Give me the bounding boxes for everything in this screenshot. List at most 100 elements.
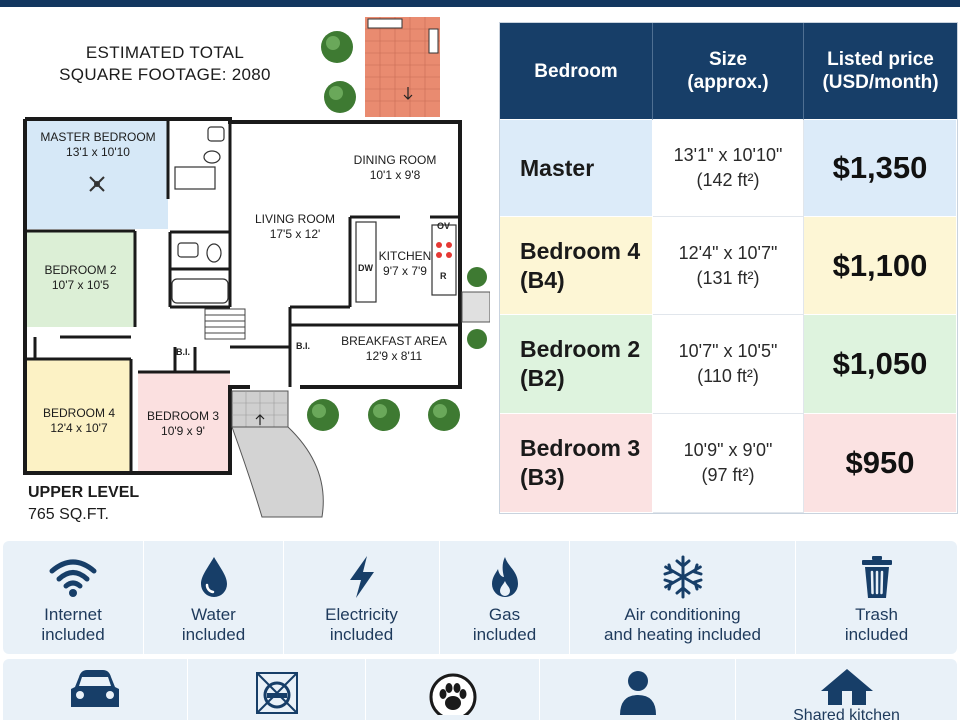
row-bedroom-text: Bedroom 2 (B2)	[520, 336, 641, 391]
paw-icon	[429, 673, 476, 715]
room-bedroom-4: BEDROOM 4 12'4 x 10'7	[28, 406, 130, 436]
room-name: BEDROOM 2	[44, 263, 117, 277]
table-row: Bedroom 2 (B2) 10'7" x 10'5" (110 ft²) $…	[500, 315, 957, 414]
trash-icon	[861, 556, 892, 598]
row-price: $1,350	[804, 120, 957, 217]
amenity-trash: Trash included	[795, 541, 957, 654]
amenity-air-conditioning: Air conditioning and heating included	[569, 541, 795, 654]
bedroom-price-table: Bedroom Size (approx.) Listed price (USD…	[499, 22, 958, 514]
floor-plan: ESTIMATED TOTAL SQUARE FOOTAGE: 2080 MAS…	[0, 7, 490, 537]
room-dimensions: 12'9 x 8'11	[365, 349, 423, 363]
row-size-text: 10'7" x 10'5" (110 ft²)	[678, 341, 778, 386]
amenity-label: Air conditioning and heating included	[604, 605, 761, 645]
amenities-panel-secondary: Shared kitchen	[3, 659, 957, 720]
floor-plan-drawing	[23, 17, 490, 518]
room-bedroom-3: BEDROOM 3 10'9 x 9'	[138, 409, 228, 439]
amenity-occupancy	[539, 659, 735, 720]
amenity-label: Shared kitchen	[793, 707, 900, 720]
snowflake-icon	[663, 555, 702, 599]
flame-icon	[491, 557, 518, 597]
row-price: $1,100	[804, 217, 957, 315]
amenity-gas: Gas included	[439, 541, 569, 654]
room-name: BREAKFAST AREA	[341, 334, 447, 348]
room-dimensions: 12'4 x 10'7	[50, 421, 108, 435]
row-price: $1,050	[804, 315, 957, 414]
room-dining-room: DINING ROOM 10'1 x 9'8	[340, 153, 450, 183]
row-size-text: 13'1" x 10'10" (142 ft²)	[673, 145, 783, 190]
room-living-room: LIVING ROOM 17'5 x 12'	[240, 212, 350, 242]
row-size-text: 10'9" x 9'0" (97 ft²)	[683, 440, 773, 485]
header-size-text: Size (approx.)	[687, 49, 769, 93]
house-icon	[820, 669, 873, 705]
room-name: LIVING ROOM	[254, 212, 335, 226]
room-dimensions: 10'1 x 9'8	[369, 168, 421, 182]
amenity-parking	[3, 659, 187, 720]
amenity-no-smoking	[187, 659, 365, 720]
amenities-panel: Internet included Water included Electri…	[3, 541, 957, 654]
amenity-shared-kitchen: Shared kitchen	[735, 659, 957, 720]
room-name: MASTER BEDROOM	[40, 130, 156, 144]
amenity-label-text: Air conditioning and heating included	[604, 605, 761, 644]
person-icon	[619, 671, 656, 715]
amenity-label: Water included	[182, 605, 245, 645]
built-in-tag: B.I.	[296, 341, 311, 351]
lightning-icon	[349, 556, 374, 598]
room-breakfast-area: BREAKFAST AREA 12'9 x 8'11	[334, 334, 454, 364]
amenity-label-text: Electricity included	[325, 605, 398, 644]
estimated-total-line1: ESTIMATED TOTAL	[85, 43, 245, 62]
header-size: Size (approx.)	[653, 23, 804, 120]
water-drop-icon	[200, 557, 227, 597]
room-dimensions: 13'1 x 10'10	[66, 145, 130, 159]
amenity-label: Gas included	[473, 605, 536, 645]
room-dimensions: 17'5 x 12'	[269, 227, 321, 241]
car-icon	[71, 670, 119, 707]
row-size: 10'9" x 9'0" (97 ft²)	[653, 414, 804, 513]
row-size: 13'1" x 10'10" (142 ft²)	[653, 120, 804, 217]
amenity-label-text: Water included	[181, 605, 246, 644]
header-bedroom: Bedroom	[500, 23, 653, 120]
row-price: $950	[804, 414, 957, 513]
room-dimensions: 10'9 x 9'	[161, 424, 205, 438]
table-row: Master 13'1" x 10'10" (142 ft²) $1,350	[500, 120, 957, 217]
row-bedroom-name: Bedroom 2 (B2)	[500, 315, 653, 414]
row-size: 10'7" x 10'5" (110 ft²)	[653, 315, 804, 414]
row-size: 12'4" x 10'7" (131 ft²)	[653, 217, 804, 315]
row-bedroom-text: Bedroom 3 (B3)	[520, 435, 641, 490]
amenity-water: Water included	[143, 541, 283, 654]
room-name: BEDROOM 4	[42, 406, 115, 420]
refrigerator-tag: R	[440, 271, 447, 281]
row-bedroom-name: Bedroom 3 (B3)	[500, 414, 653, 513]
header-price: Listed price (USD/month)	[804, 23, 957, 120]
level-title: UPPER LEVEL	[28, 484, 140, 501]
amenity-label: Electricity included	[325, 605, 398, 645]
row-bedroom-text: Bedroom 4 (B4)	[520, 237, 641, 293]
row-bedroom-text: Master	[520, 154, 595, 181]
room-master-bedroom: MASTER BEDROOM 13'1 x 10'10	[28, 130, 168, 160]
amenity-electricity: Electricity included	[283, 541, 439, 654]
table-header-row: Bedroom Size (approx.) Listed price (USD…	[500, 23, 957, 120]
room-dimensions: 9'7 x 7'9	[383, 264, 427, 278]
no-smoking-icon	[255, 672, 298, 714]
room-name: DINING ROOM	[353, 153, 437, 167]
amenity-label-text: Internet included	[41, 605, 105, 644]
estimated-total-label: ESTIMATED TOTAL SQUARE FOOTAGE: 2080	[40, 42, 290, 86]
amenity-pets	[365, 659, 539, 720]
top-banner-bar	[0, 0, 960, 7]
amenity-label: Internet included	[41, 605, 104, 645]
dishwasher-tag: DW	[358, 263, 373, 273]
table-row: Bedroom 4 (B4) 12'4" x 10'7" (131 ft²) $…	[500, 217, 957, 315]
amenity-label: Trash included	[845, 605, 908, 645]
row-size-text: 12'4" x 10'7" (131 ft²)	[678, 242, 778, 288]
room-name: BEDROOM 3	[146, 409, 219, 423]
square-footage-line: SQUARE FOOTAGE: 2080	[59, 65, 271, 84]
header-price-text: Listed price (USD/month)	[822, 49, 939, 93]
amenity-internet: Internet included	[3, 541, 143, 654]
row-bedroom-name: Bedroom 4 (B4)	[500, 217, 653, 315]
amenity-label-text: Trash included	[844, 605, 909, 644]
row-bedroom-name: Master	[500, 120, 653, 217]
table-row: Bedroom 3 (B3) 10'9" x 9'0" (97 ft²) $95…	[500, 414, 957, 513]
room-dimensions: 10'7 x 10'5	[51, 278, 110, 292]
room-kitchen: KITCHEN 9'7 x 7'9	[374, 249, 436, 279]
wifi-icon	[49, 559, 97, 597]
room-bedroom-2: BEDROOM 2 10'7 x 10'5	[28, 263, 133, 293]
